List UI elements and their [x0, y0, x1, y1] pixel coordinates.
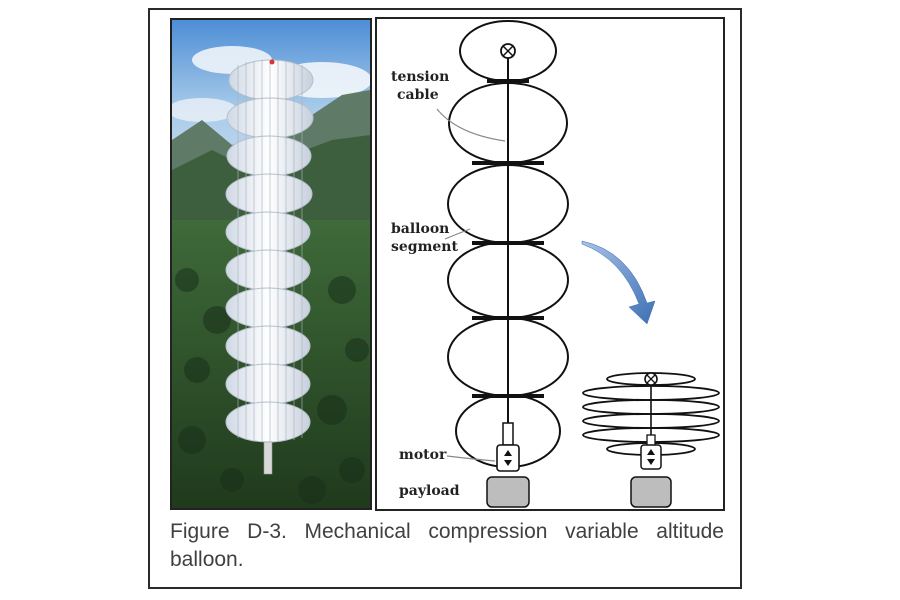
payload-box — [630, 476, 672, 508]
pulley-icon — [500, 43, 516, 59]
figure-caption: Figure D-3. Mechanical compression varia… — [170, 520, 724, 571]
mechanism-diagram: tension cable balloon segment motor payl… — [375, 17, 725, 511]
label-balloon: balloon — [391, 221, 449, 237]
payload-box — [486, 476, 530, 508]
label-payload: payload — [399, 483, 460, 499]
pulley-icon — [644, 372, 658, 386]
balloon-photo-illustration — [172, 20, 370, 508]
leader-line-motor — [446, 455, 496, 462]
motor-icon — [640, 434, 662, 470]
label-segment: segment — [391, 239, 458, 255]
mechanism-diagram-svg: tension cable balloon segment motor payl… — [391, 20, 720, 508]
label-cable: cable — [397, 87, 439, 103]
compression-arrow — [581, 240, 656, 325]
label-tension: tension — [391, 69, 449, 85]
leader-line-segment — [444, 228, 471, 240]
balloon-photo — [170, 18, 372, 510]
label-motor: motor — [399, 447, 447, 463]
balloon-stack-photo — [225, 59, 314, 475]
motor-icon — [496, 422, 520, 472]
leader-line-cable — [436, 108, 506, 142]
